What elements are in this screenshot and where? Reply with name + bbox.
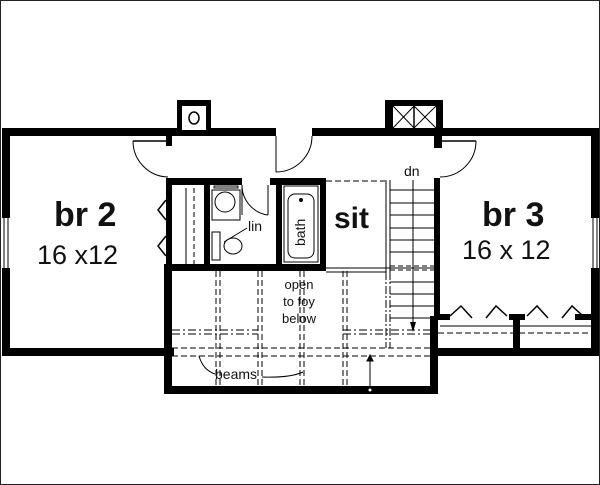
beam-centerlines [172, 329, 430, 335]
beams-label: beams [215, 366, 258, 382]
doors [132, 135, 477, 216]
bifold-closet-br3 [449, 304, 584, 319]
double-x-flue-icon [385, 100, 443, 130]
stairs-down-label: dn [404, 163, 420, 179]
closet-bifold-br2 [157, 188, 195, 264]
beams-dashed [172, 271, 591, 386]
room-name-br2: br 2 [54, 196, 117, 234]
stairs [385, 180, 434, 348]
open-label-line2: to foy [283, 294, 315, 309]
bath-label: bath [292, 218, 308, 246]
circle-flue-icon [177, 100, 211, 130]
beams-leaders [198, 353, 374, 393]
open-label-line1: open [284, 277, 314, 292]
sit-boundary [326, 180, 436, 273]
window-right [591, 218, 599, 268]
room-dimensions-br3: 16 x 12 [462, 235, 551, 265]
window-left [2, 218, 10, 268]
bathtub [283, 185, 319, 263]
room-dimensions-br2: 16 x12 [37, 240, 119, 270]
interior-walls [166, 136, 591, 354]
wc-fixtures [211, 185, 248, 261]
room-name-sit: sit [334, 202, 370, 235]
open-to-foyer-label: open to foy below [274, 276, 324, 327]
linen-label: lin [248, 218, 263, 234]
stairs-down-arrow [410, 180, 416, 332]
room-name-br3: br 3 [482, 196, 545, 234]
open-label-line3: below [282, 311, 316, 326]
